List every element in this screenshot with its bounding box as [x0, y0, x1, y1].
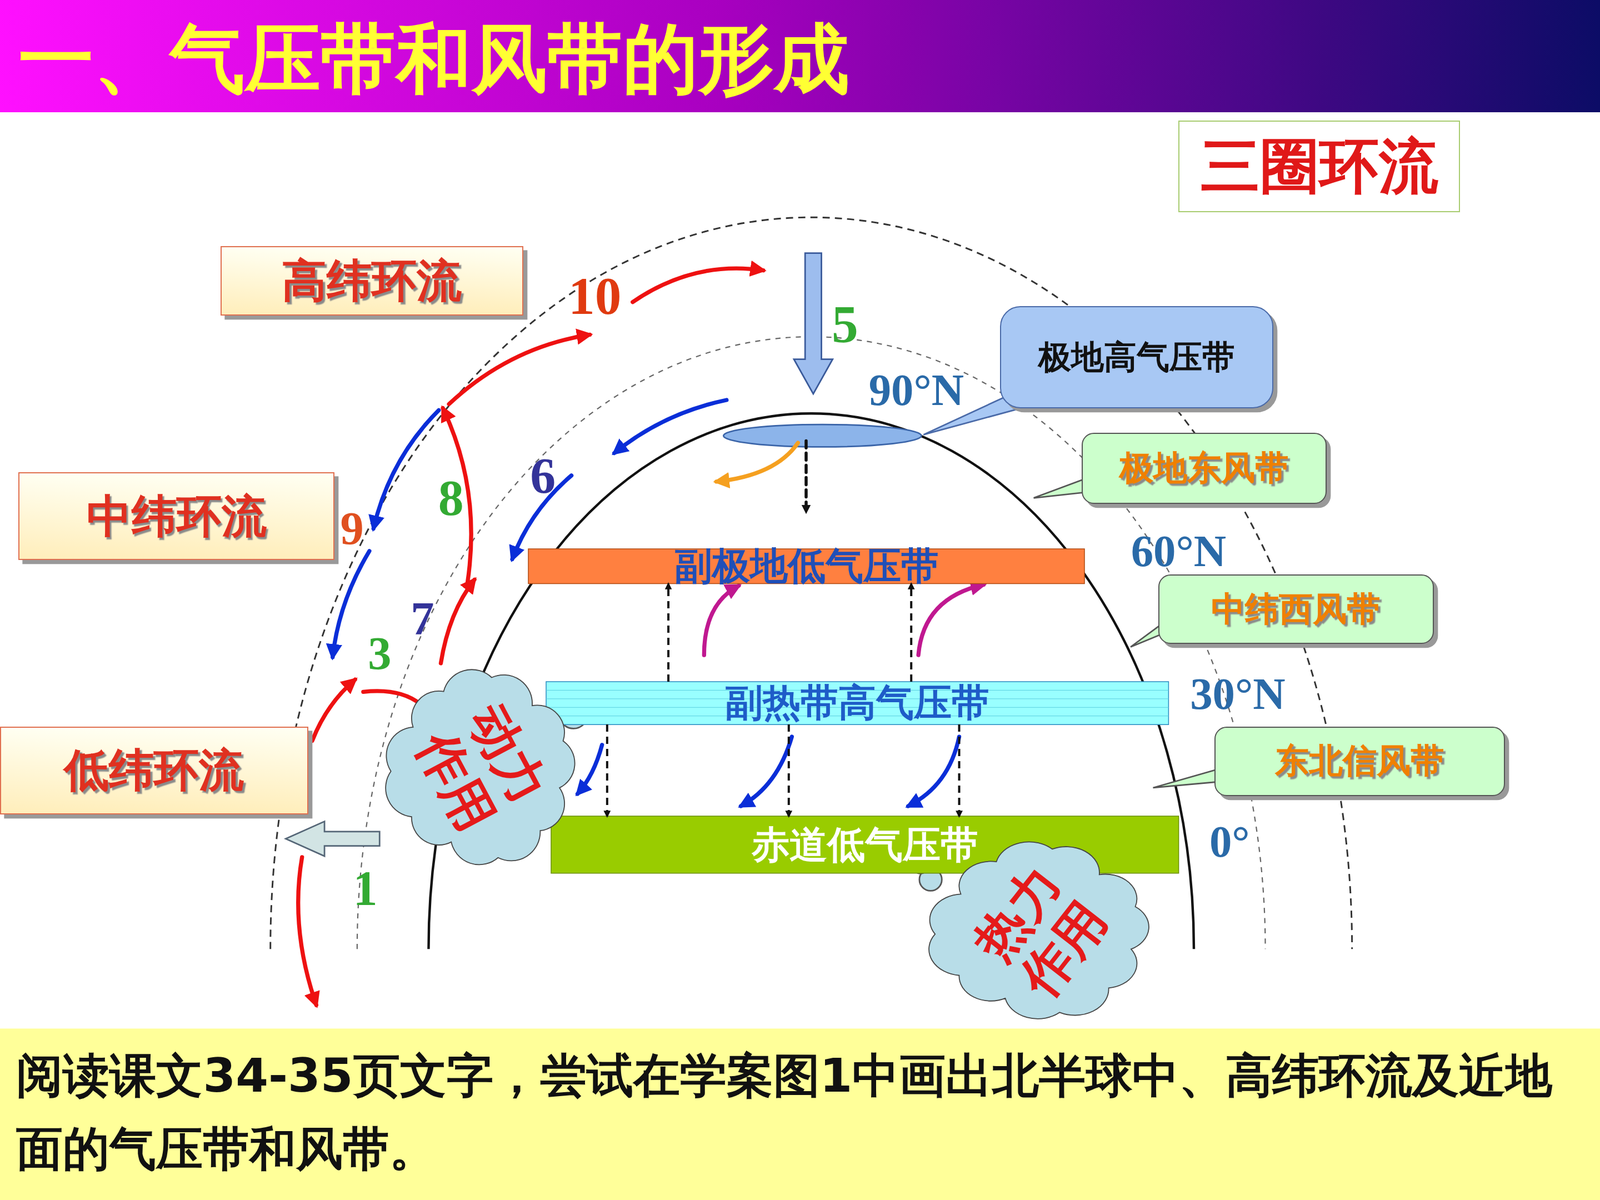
- cloud-bubble: 动力 作用: [372, 658, 592, 878]
- trade-wind-arrow: [740, 736, 792, 807]
- heading-box: 三圈环流: [1178, 120, 1460, 213]
- airflow-connector: [667, 583, 670, 682]
- wind-belt-callout: 极地东风带: [1081, 432, 1327, 505]
- instruction-caption: 阅读课文34-35页文字，尝试在学案图1中画出北半球中、高纬环流及近地面的气压带…: [16, 1038, 1588, 1187]
- westerly-arrow: [918, 584, 984, 655]
- sinking-dashed-arrow: [804, 440, 808, 513]
- cloud-fill: [386, 669, 575, 865]
- heading-label: 三圈环流: [1200, 132, 1439, 201]
- latitude-label: 90°N: [868, 364, 964, 416]
- trade-wind-arrow: [908, 736, 960, 807]
- pressure-label: 极地高气压带: [1038, 338, 1235, 377]
- trade-wind-arrow: [577, 745, 603, 794]
- callout-number: 7: [410, 591, 434, 646]
- outflow-arrow: [285, 821, 380, 857]
- title-bar: [0, 0, 1600, 113]
- callout-number: 3: [367, 626, 392, 680]
- rising-flow-arrow: [440, 579, 475, 664]
- wind-belt-label: 中纬西风带: [1211, 590, 1381, 629]
- callout-number: 9: [340, 501, 364, 556]
- callout-number: 1: [353, 859, 378, 917]
- wind-belt-callout: 中纬西风带: [1158, 574, 1434, 644]
- circulation-label: 高纬环流: [281, 255, 462, 307]
- upper-flow-arrow: [298, 857, 317, 1005]
- upper-flow-arrow: [632, 268, 764, 303]
- upper-flow-line: [363, 691, 421, 705]
- cloud-fill: [928, 841, 1149, 1019]
- circulation-label: 中纬环流: [86, 490, 267, 543]
- callout-number: 10: [568, 265, 622, 327]
- wind-belt-label: 东北信风带: [1275, 741, 1445, 781]
- airflow-connector: [958, 724, 961, 817]
- polar-easterly-arrow: [716, 442, 798, 482]
- sinking-flow-arrow: [332, 551, 370, 658]
- caption-panel: [0, 1028, 1600, 1200]
- pressure-band: 副热带高气压带: [546, 681, 1169, 725]
- circulation-label-box: 低纬环流: [0, 726, 309, 815]
- band-fill: [546, 681, 1169, 725]
- band-label: 赤道低气压带: [751, 823, 979, 867]
- upper-flow-arrow: [448, 334, 590, 404]
- pressure-callout: 极地高气压带: [1000, 306, 1274, 409]
- circulation-label-box: 中纬环流: [18, 472, 335, 560]
- wind-belt-callout: 东北信风带: [1214, 726, 1505, 797]
- airflow-connector: [787, 724, 790, 817]
- cloud-bubble: 热力 作用: [913, 831, 1169, 1031]
- polar-high-ellipse: [723, 424, 922, 447]
- latitude-label: 0°: [1209, 816, 1250, 868]
- band-label: 副热带高气压带: [725, 681, 990, 725]
- airflow-connector: [606, 724, 609, 817]
- latitude-label: 30°N: [1190, 668, 1285, 720]
- callout-number: 5: [831, 293, 859, 355]
- page-title: 一、气压带和风带的形成: [18, 12, 850, 107]
- band-label: 副极地低气压带: [674, 544, 939, 588]
- latitude-label: 60°N: [1131, 525, 1227, 577]
- westerly-arrow: [703, 585, 739, 655]
- callout-number: 8: [438, 468, 464, 528]
- circulation-arrows: [298, 268, 984, 1005]
- circulation-label: 低纬环流: [63, 744, 244, 797]
- pressure-band: 副极地低气压带: [528, 548, 1085, 584]
- upper-flow-arrow: [312, 679, 355, 741]
- callout-number: 6: [530, 446, 556, 505]
- callout-tail: [1153, 767, 1225, 788]
- circulation-label-box: 高纬环流: [220, 246, 524, 316]
- sinking-air-arrow: [793, 253, 833, 394]
- airflow-connector: [910, 583, 913, 682]
- sinking-flow-arrow: [373, 410, 439, 529]
- inner-dashed-arc: [357, 336, 1266, 949]
- upper-flow-arrow: [614, 400, 727, 454]
- wind-belt-label: 极地东风带: [1119, 448, 1289, 488]
